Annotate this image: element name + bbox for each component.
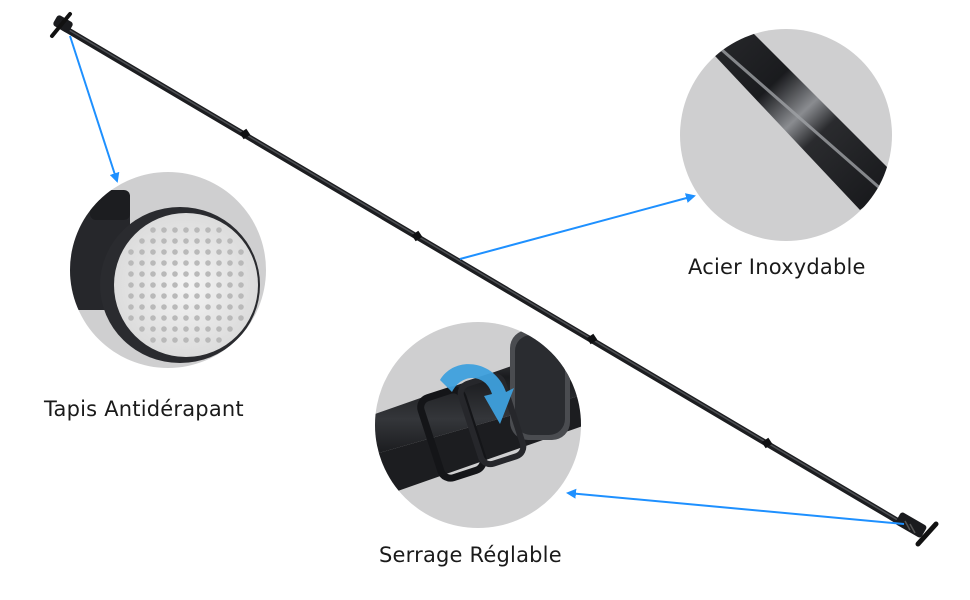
end-cap-bottom (895, 512, 939, 547)
twist-arrow (440, 364, 514, 424)
end-cap-top (50, 12, 73, 38)
pad-dots (128, 227, 244, 343)
arrow-to-clamp (566, 488, 905, 525)
arrow-to-steel (459, 193, 696, 260)
label-stainless-steel: Acier Inoxydable (688, 255, 866, 279)
label-adjustable-clamp: Serrage Réglable (379, 543, 562, 567)
arrow-to-pad (69, 35, 120, 183)
tension-rod (50, 12, 939, 547)
label-anti-slip-pad: Tapis Antidérapant (44, 397, 244, 421)
detail-circle-steel (680, 29, 892, 241)
callout-arrows (69, 35, 905, 525)
detail-circle-pad (70, 172, 266, 368)
detail-circle-clamp (375, 322, 581, 528)
